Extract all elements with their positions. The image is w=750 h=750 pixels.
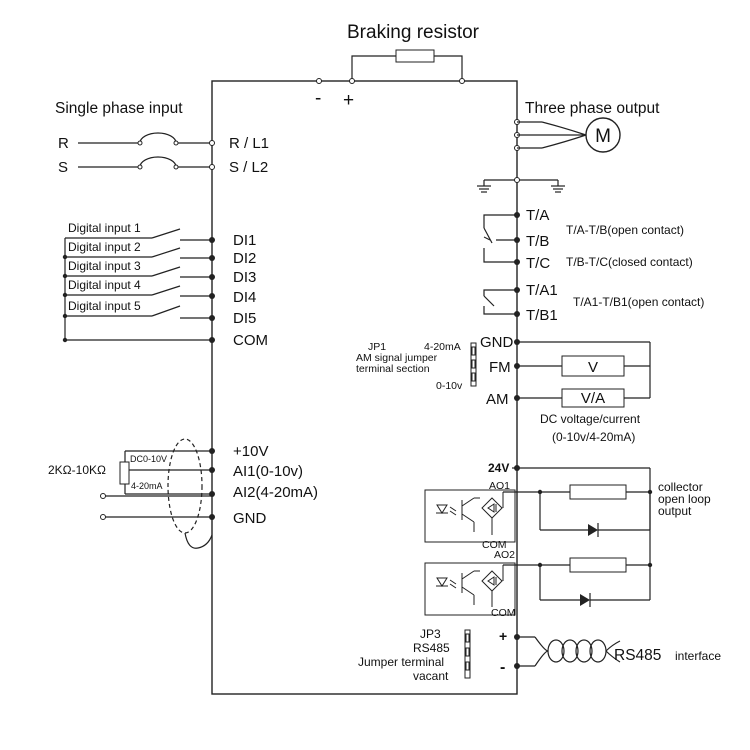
jp3-jumper-icon [464, 629, 471, 679]
terminal-10v: +10V [233, 443, 268, 460]
jp1-jumper-icon [470, 342, 477, 387]
jp3-desc-1: RS485 [413, 641, 450, 655]
rs485-minus-label: - [500, 659, 505, 676]
ao1-com-label: COM [482, 539, 507, 551]
am-desc-1: DC voltage/current [540, 412, 641, 426]
ai-mode-dc-label: DC0-10V [130, 454, 167, 464]
analog-input-wiring [100, 438, 215, 549]
terminal-ta1: T/A1 [526, 282, 558, 299]
digital-input-5-label: Digital input 5 [68, 299, 141, 313]
rs485-twisted-pair [514, 634, 621, 669]
collector-desc-1: collector [658, 480, 703, 494]
relay-note-3: T/A1-T/B1(open contact) [573, 295, 704, 309]
rs485-suffix: interface [675, 649, 721, 663]
terminal-gnd-ao: GND [480, 334, 514, 351]
digital-input-3-label: Digital input 3 [68, 259, 141, 273]
ground-icon [477, 177, 565, 193]
rs485-plus-label: + [499, 628, 507, 644]
digital-input-4-label: Digital input 4 [68, 278, 141, 292]
single-phase-heading: Single phase input [55, 100, 183, 117]
terminal-di3: DI3 [233, 269, 256, 286]
terminal-di2: DI2 [233, 250, 256, 267]
optocoupler-ao1-icon [424, 489, 516, 543]
optocoupler-ao2-icon [424, 562, 516, 616]
phase-s-label: S [58, 159, 68, 176]
dc-minus-label: - [315, 88, 321, 109]
ao2-label: AO2 [494, 549, 515, 561]
terminal-tb: T/B [526, 233, 549, 250]
jp3-label: JP3 [420, 627, 441, 641]
potentiometer-label: 2KΩ-10KΩ [48, 463, 106, 477]
jp3-desc-3: vacant [413, 669, 449, 683]
relay-wiring [483, 212, 520, 317]
jp1-mode-label: 4-20mA [424, 341, 461, 353]
digital-input-2-label: Digital input 2 [68, 240, 141, 254]
braking-resistor [316, 49, 465, 84]
terminal-com: COM [233, 332, 268, 349]
jp3-desc-2: Jumper terminal [358, 655, 444, 669]
terminal-s-l2: S / L2 [229, 159, 268, 176]
terminal-tb1: T/B1 [526, 307, 558, 324]
am-desc-2: (0-10v/4-20mA) [552, 430, 635, 444]
three-phase-heading: Three phase output [525, 100, 660, 117]
motor-label: M [595, 126, 611, 147]
terminal-fm: FM [489, 359, 511, 376]
ai-mode-ma-label: 4-20mA [131, 481, 163, 491]
jp1-desc-1: AM signal jumper [356, 352, 438, 364]
supply-24v-label: 24V [488, 461, 509, 475]
input-breakers [78, 132, 215, 170]
terminal-di1: DI1 [233, 232, 256, 249]
ao1-label: AO1 [489, 480, 510, 492]
va-meter-label: V/A [581, 390, 605, 407]
jp1-desc-2: terminal section [356, 363, 430, 375]
dc-plus-label: + [343, 90, 354, 111]
inverter-body [211, 80, 518, 695]
terminal-di4: DI4 [233, 289, 256, 306]
phase-r-label: R [58, 135, 69, 152]
terminal-ai2: AI2(4-20mA) [233, 484, 318, 501]
collector-desc-2: open loop [658, 492, 711, 506]
jp1-mode2-label: 0-10v [436, 380, 463, 392]
terminal-tc: T/C [526, 255, 550, 272]
terminal-r-l1: R / L1 [229, 135, 269, 152]
jp1-label: JP1 [368, 341, 386, 353]
collector-output-wiring [503, 465, 653, 607]
terminal-am: AM [486, 391, 509, 408]
digital-input-1-label: Digital input 1 [68, 221, 141, 235]
motor-wiring [514, 117, 621, 153]
relay-note-1: T/A-T/B(open contact) [566, 223, 684, 237]
terminal-di5: DI5 [233, 310, 256, 327]
collector-desc-3: output [658, 504, 692, 518]
braking-resistor-title: Braking resistor [347, 22, 480, 43]
rs485-label: RS485 [614, 647, 661, 664]
terminal-ta: T/A [526, 207, 549, 224]
ao2-com-label: COM [491, 607, 516, 619]
relay-note-2: T/B-T/C(closed contact) [566, 255, 693, 269]
analog-output-wiring [514, 339, 651, 408]
terminal-gnd-ai: GND [233, 510, 267, 527]
digital-input-wiring [62, 228, 215, 343]
terminal-ai1: AI1(0-10v) [233, 463, 303, 480]
voltmeter-label: V [588, 359, 598, 376]
